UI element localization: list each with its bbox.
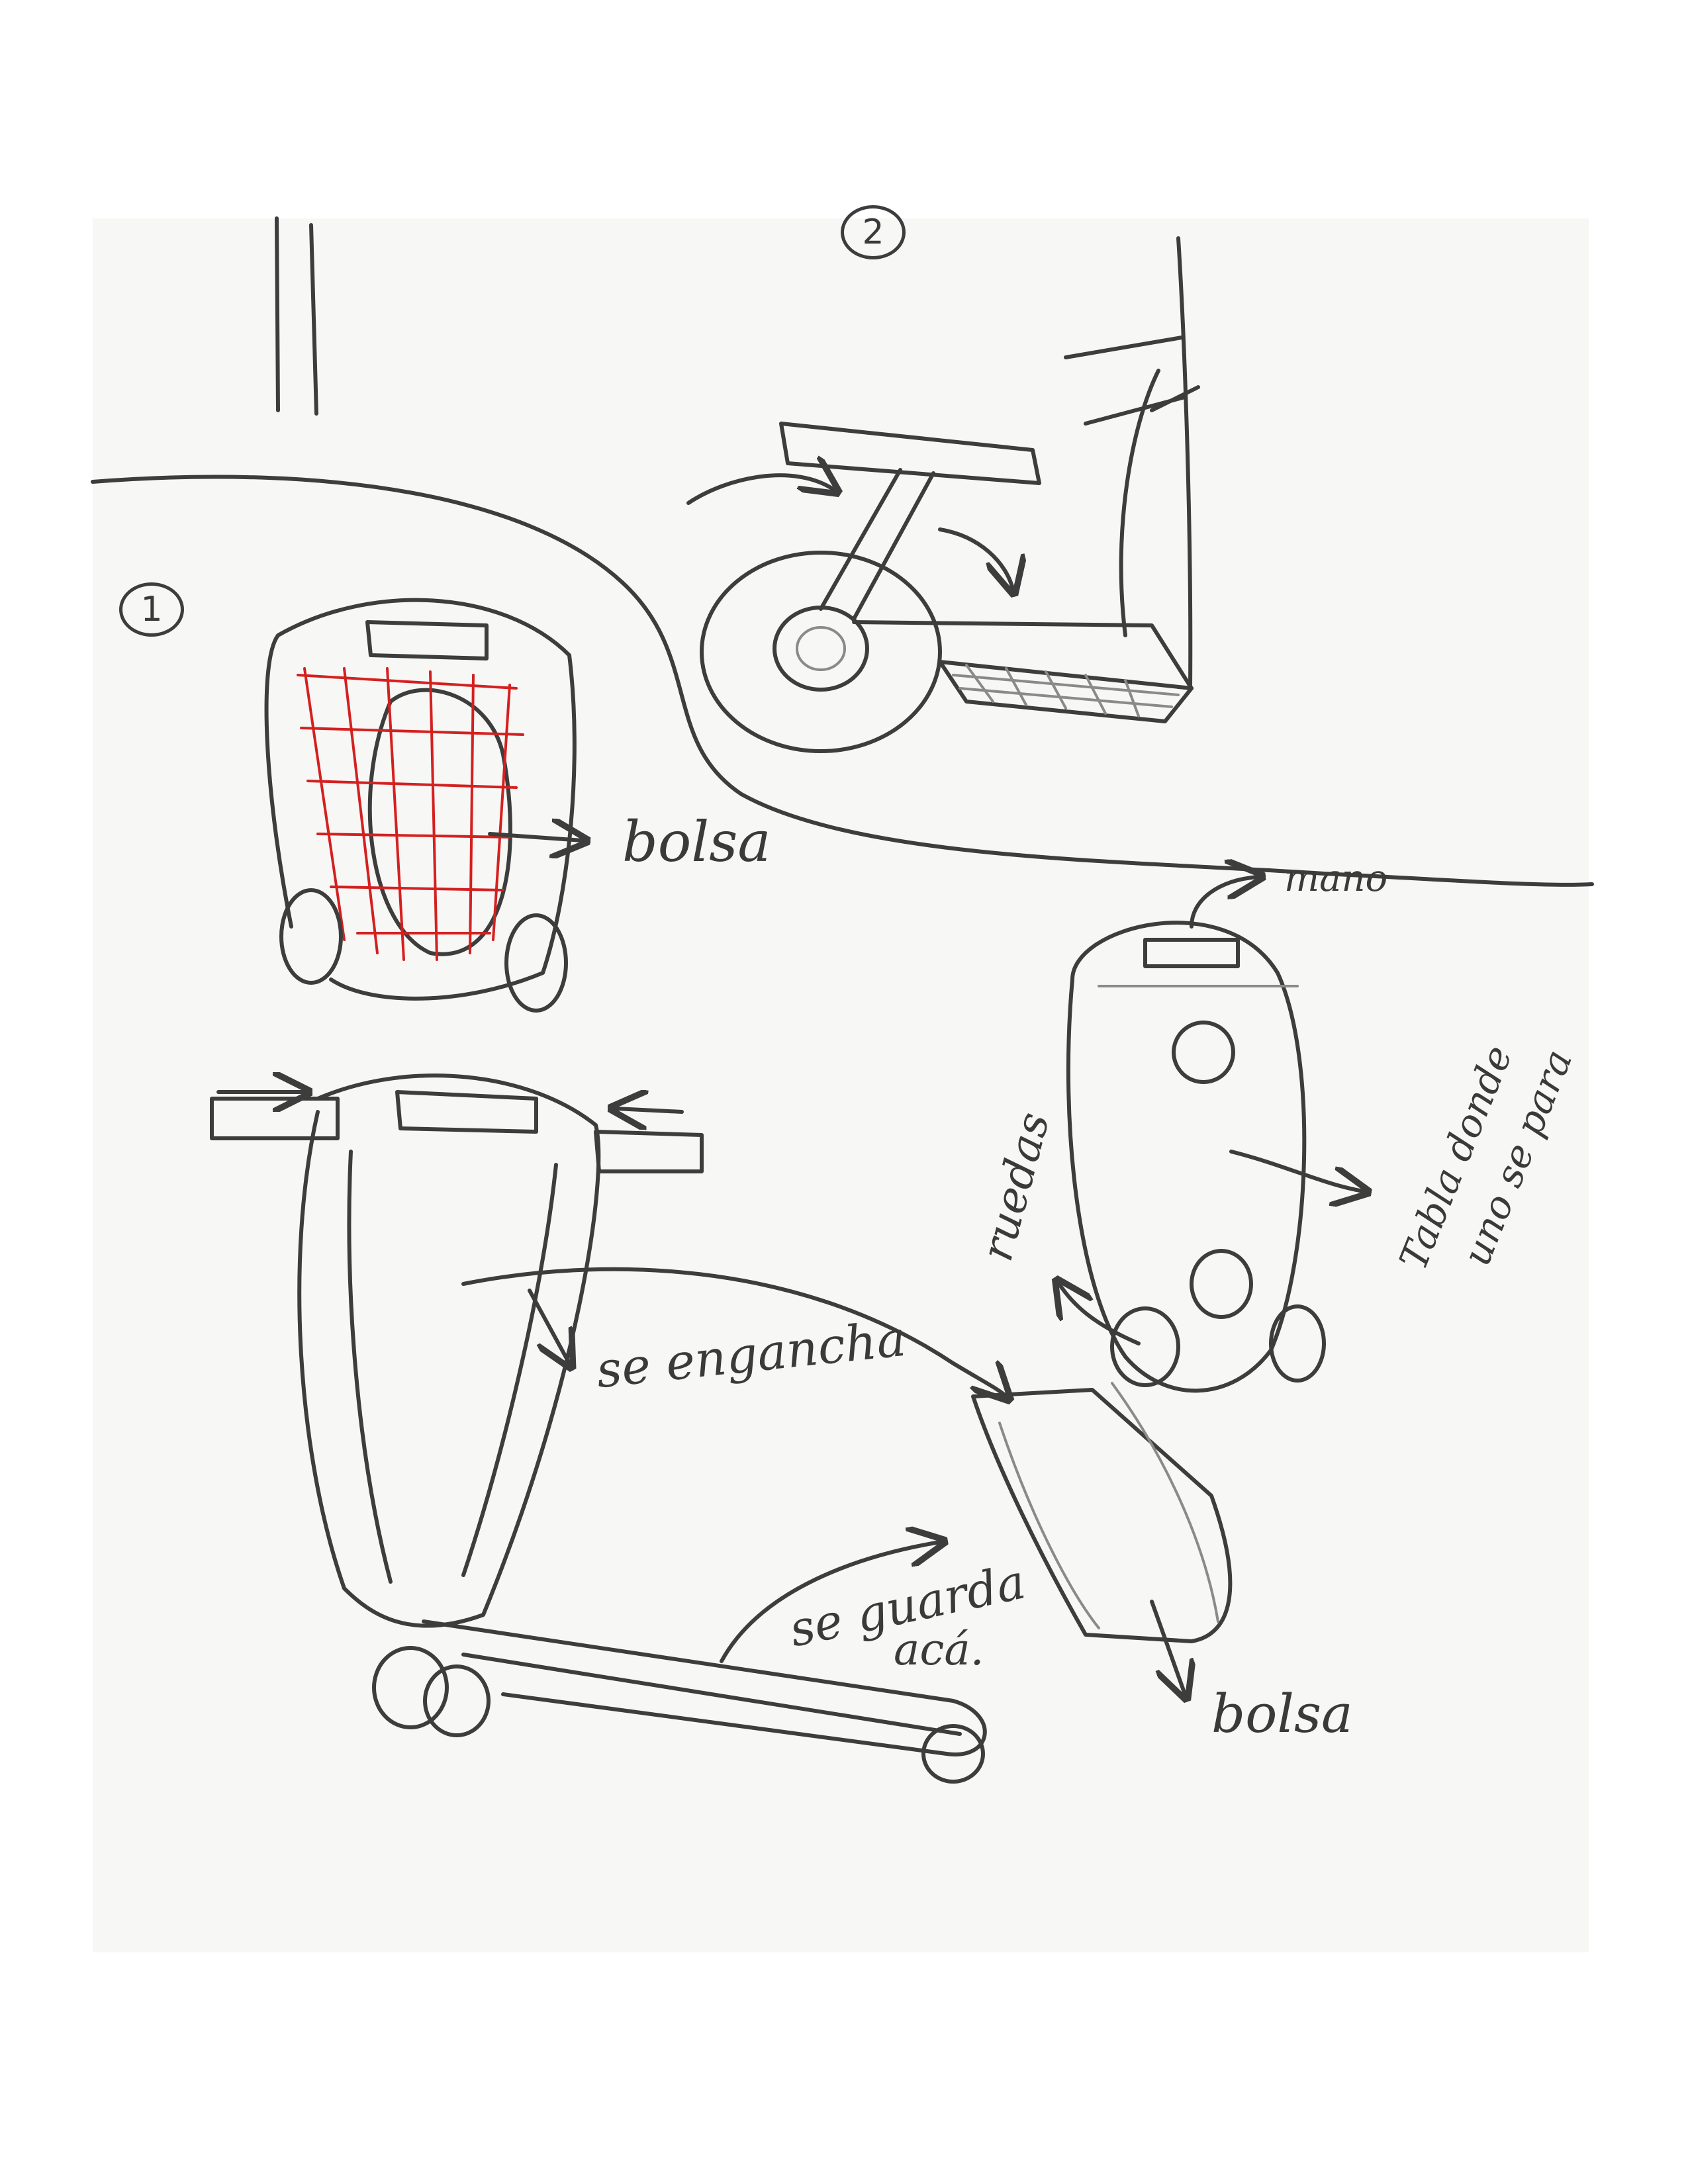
sketch-number-one: 1 — [119, 582, 184, 637]
scooter-side-sketch — [688, 238, 1198, 751]
sketch-number-two: 2 — [841, 205, 906, 259]
divider-curve — [93, 477, 1592, 884]
scooter-top-view-sketch — [1059, 877, 1364, 1390]
scooter-front-bag-sketch — [267, 600, 583, 1011]
label-aca: acá. — [894, 1628, 984, 1672]
pole-sketch — [277, 218, 316, 414]
scooter-fold-sketch — [212, 1075, 1230, 1782]
label-bolsa-top: bolsa — [622, 814, 771, 870]
label-bolsa-bottom: bolsa — [1211, 1688, 1353, 1741]
label-mano: mano — [1284, 860, 1387, 897]
